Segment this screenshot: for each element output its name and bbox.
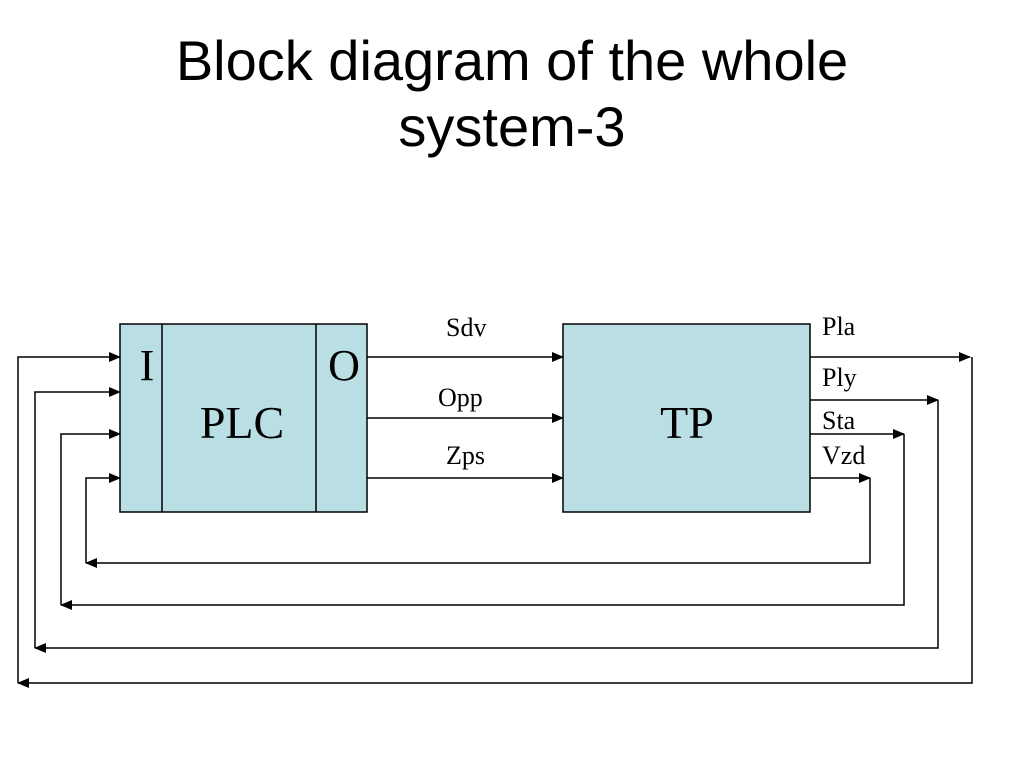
feedback-sta-return (60, 434, 905, 610)
feedback-pla-in (17, 352, 121, 683)
plc-input-label: I (140, 341, 155, 390)
plc-output-label: O (328, 341, 360, 390)
signal-opp-label: Opp (438, 383, 483, 412)
feedback-ply-in (34, 387, 121, 648)
plc-label: PLC (200, 397, 284, 448)
signal-sdv-label: Sdv (446, 313, 486, 342)
plc-box (119, 323, 368, 513)
feedback-vzd-in (85, 473, 121, 563)
signal-ply-label: Ply (822, 363, 857, 392)
feedback-vzd-return (85, 478, 871, 568)
signal-pla-label: Pla (822, 312, 856, 341)
tp-block: TP (562, 323, 811, 513)
feedback-pla-return (17, 357, 973, 688)
signal-zps-label: Zps (446, 441, 485, 470)
slide-title-line-1: Block diagram of the whole (175, 29, 849, 92)
slide-title-line-2: system-3 (398, 95, 626, 158)
feedback-ply-return (34, 400, 939, 653)
slide-title: Block diagram of the whole system-3 (0, 28, 1024, 160)
tp-label: TP (660, 397, 714, 448)
signal-vzd-label: Vzd (822, 441, 865, 470)
signal-sta-label: Sta (822, 406, 856, 435)
plc-to-tp-signals (367, 352, 564, 483)
tp-box (562, 323, 811, 513)
plc-block: I O PLC (119, 323, 368, 513)
feedback-sta-in (60, 429, 121, 605)
feedback-loops (17, 352, 973, 688)
